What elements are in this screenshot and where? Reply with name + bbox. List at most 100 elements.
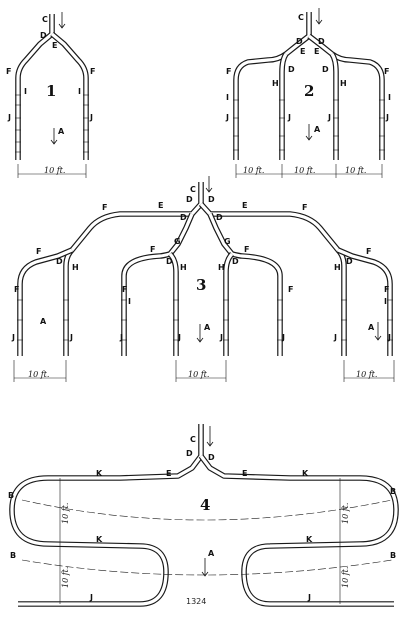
label-F: F (244, 245, 249, 254)
label-A: A (368, 323, 375, 332)
label-G: G (224, 237, 231, 246)
label-D: D (166, 257, 173, 266)
label-D: D (208, 453, 215, 462)
label-F: F (384, 285, 389, 294)
label-D: D (346, 257, 353, 266)
fig4-vertical-label-4: 10 ft. (341, 567, 350, 588)
label-E: E (158, 201, 163, 210)
label-D: D (208, 195, 215, 204)
figure-3: 10 ft. 10 ft. 10 ft. 3 C D D E E F F D D… (11, 176, 395, 382)
label-J: J (333, 333, 337, 342)
fig2-number: 2 (304, 82, 314, 100)
label-H: H (180, 263, 187, 272)
label-D: D (186, 195, 193, 204)
label-C: C (190, 435, 196, 444)
label-F: F (226, 67, 231, 76)
label-J: J (69, 333, 73, 342)
label-D: D (180, 213, 187, 222)
label-J: J (327, 113, 331, 122)
label-D: D (288, 65, 295, 74)
label-D: D (232, 257, 239, 266)
label-A: A (40, 317, 47, 326)
label-C: C (298, 13, 304, 22)
label-F: F (366, 247, 371, 256)
label-E: E (242, 469, 247, 478)
label-F: F (288, 285, 293, 294)
label-I: I (226, 93, 229, 102)
label-G: G (174, 237, 181, 246)
label-B: B (10, 551, 16, 560)
label-C: C (190, 185, 196, 194)
label-J: J (119, 333, 123, 342)
label-B: B (390, 487, 396, 496)
label-H: H (72, 263, 79, 272)
label-E: E (242, 201, 247, 210)
fig4-number: 4 (200, 496, 210, 514)
label-K: K (96, 469, 103, 478)
label-B: B (390, 551, 396, 560)
label-J: J (7, 113, 11, 122)
label-A: A (208, 549, 215, 558)
fig3-number: 3 (196, 276, 206, 294)
label-F: F (14, 285, 19, 294)
label-J: J (219, 333, 223, 342)
label-H: H (218, 263, 225, 272)
label-F: F (302, 203, 307, 212)
figure-2: 10 ft. 10 ft. 10 ft. 2 C D D E E F F D D… (225, 8, 391, 178)
label-A: A (204, 323, 211, 332)
label-F: F (384, 67, 389, 76)
label-C: C (42, 15, 48, 24)
label-K: K (306, 535, 313, 544)
label-F: F (36, 247, 41, 256)
label-J: J (89, 593, 93, 602)
label-I: I (388, 93, 391, 102)
label-J: J (387, 333, 391, 342)
fig3-spacing-label-2: 10 ft. (188, 370, 209, 379)
plate-number: 1324 (186, 597, 206, 606)
label-J: J (11, 333, 15, 342)
label-D: D (296, 37, 303, 46)
label-J: J (385, 113, 389, 122)
label-I: I (128, 297, 131, 306)
label-B: B (8, 491, 14, 500)
figure-1: 10 ft. 1 C D E F F I I J J A (6, 12, 95, 178)
label-F: F (122, 285, 127, 294)
label-D: D (318, 37, 325, 46)
label-H: H (340, 79, 347, 88)
label-E: E (52, 41, 57, 50)
label-H: H (334, 263, 341, 272)
label-H: H (272, 79, 279, 88)
label-D: D (186, 449, 193, 458)
fig2-spacing-label-1: 10 ft. (243, 166, 264, 175)
label-J: J (281, 333, 285, 342)
label-K: K (96, 535, 103, 544)
fig2-spacing-label-2: 10 ft. (294, 166, 315, 175)
label-D: D (40, 31, 47, 40)
label-D: D (322, 65, 329, 74)
label-I: I (78, 87, 81, 96)
label-F: F (102, 203, 107, 212)
fig3-spacing-label-1: 10 ft. (28, 370, 49, 379)
fig4-vertical-label-1: 10 ft. (61, 503, 70, 524)
label-D: D (216, 213, 223, 222)
label-E: E (314, 47, 319, 56)
fig1-number: 1 (46, 82, 56, 100)
label-F: F (150, 245, 155, 254)
label-A: A (314, 125, 321, 134)
fig1-spacing-label: 10 ft. (44, 166, 65, 175)
fig4-vertical-label-3: 10 ft. (341, 503, 350, 524)
figure-4: 10 ft. 10 ft. 10 ft. 10 ft. 4 C D D E E … (8, 424, 399, 607)
label-D: D (56, 257, 63, 266)
fig3-spacing-label-3: 10 ft. (356, 370, 377, 379)
label-F: F (6, 67, 11, 76)
label-A: A (58, 127, 65, 136)
label-K: K (302, 469, 309, 478)
label-F: F (90, 67, 95, 76)
label-I: I (384, 297, 387, 306)
label-E: E (166, 469, 171, 478)
fig2-spacing-label-3: 10 ft. (345, 166, 366, 175)
label-J: J (307, 593, 311, 602)
label-J: J (89, 113, 93, 122)
